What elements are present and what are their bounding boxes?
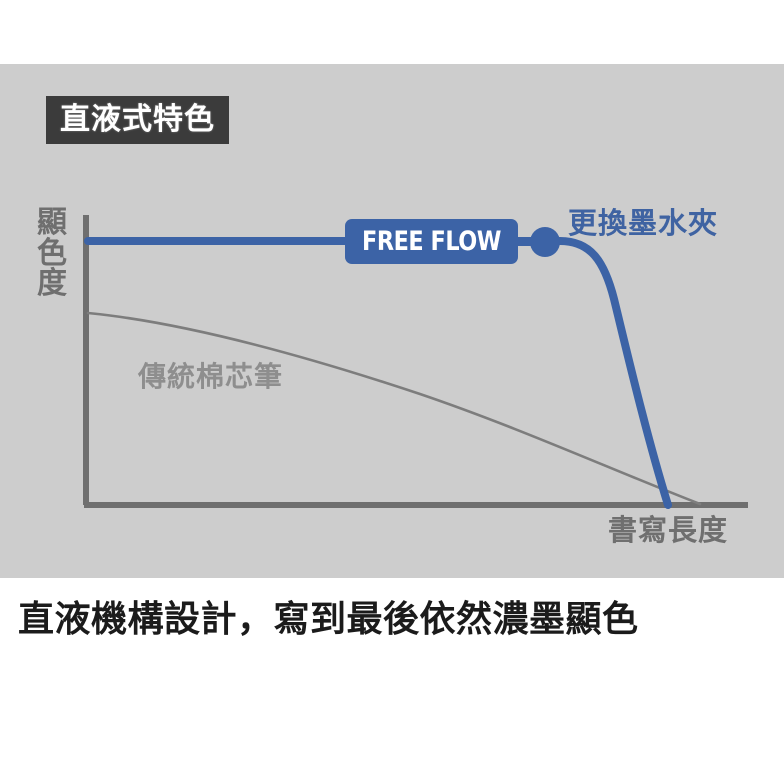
replace-ink-marker-dot bbox=[530, 227, 560, 257]
caption-text: 直液機構設計，寫到最後依然濃墨顯色 bbox=[18, 599, 639, 640]
x-axis-label: 書寫長度 bbox=[608, 513, 729, 547]
chart-panel bbox=[0, 64, 784, 578]
chart-canvas bbox=[83, 215, 748, 509]
y-axis-label: 顯色度 bbox=[37, 205, 67, 302]
free-flow-badge: FREE FLOW bbox=[345, 219, 518, 264]
replace-ink-label: 更換墨水夾 bbox=[568, 206, 719, 240]
free-flow-curve bbox=[84, 237, 672, 509]
section-title-badge: 直液式特色 bbox=[46, 96, 229, 144]
traditional-pen-label: 傳統棉芯筆 bbox=[138, 360, 284, 393]
section-title-label: 直液式特色 bbox=[60, 102, 215, 137]
free-flow-label: FREE FLOW bbox=[362, 226, 501, 257]
traditional-pen-curve bbox=[86, 311, 702, 506]
